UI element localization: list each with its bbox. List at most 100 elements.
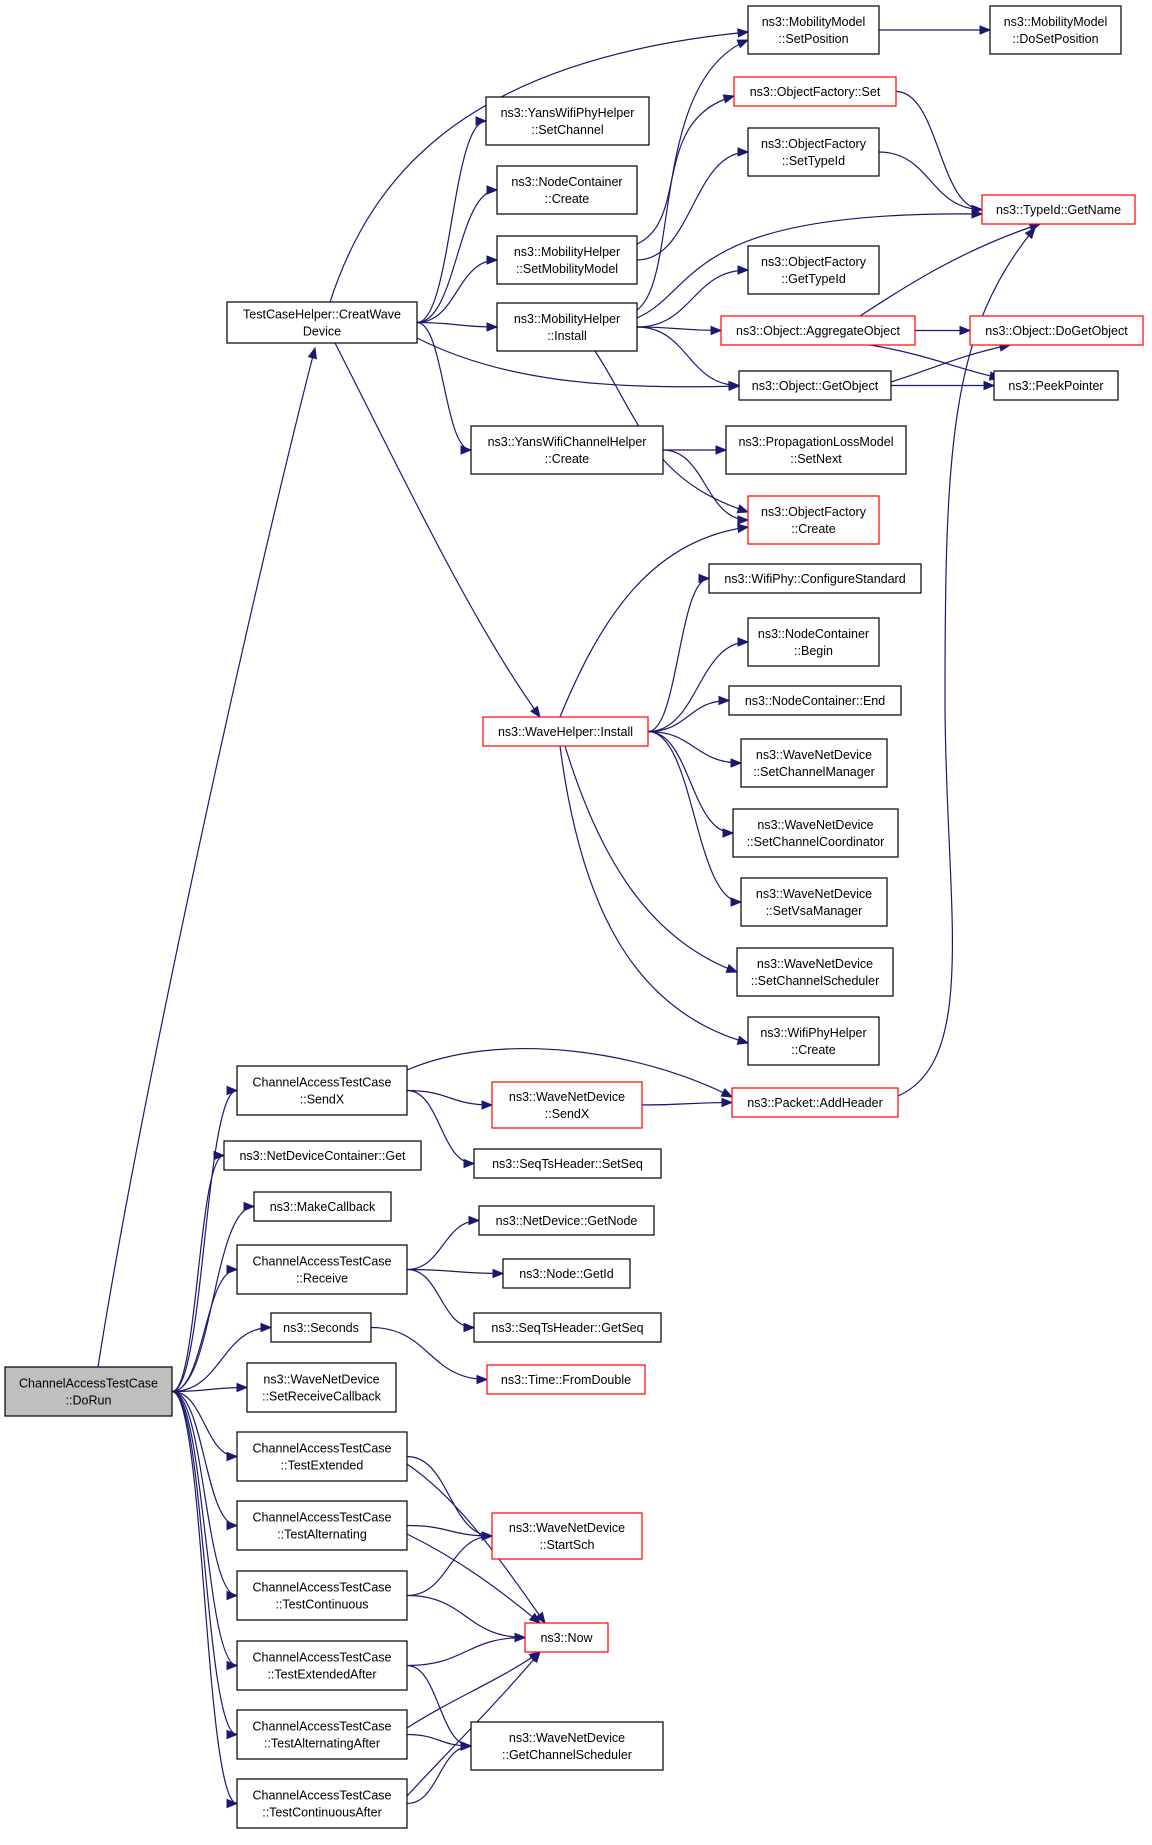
edge-line [897,227,1036,1097]
node-plmsetnext[interactable]: ns3::PropagationLossModel::SetNext [725,425,907,475]
edge-receive-to-nodegetid [406,1268,505,1279]
node-makecb[interactable]: ns3::MakeCallback [253,1191,392,1222]
edge-line [647,730,742,764]
edge-creatwave-to-mhsetmm [416,255,499,324]
edge-mhinstall-to-objgetobj [636,326,741,391]
node-wndgetchsched[interactable]: ns3::WaveNetDevice::GetChannelScheduler [470,1721,664,1771]
node-label-line: ns3::MobilityModel [1004,15,1108,29]
node-yanssetch[interactable]: ns3::YansWifiPhyHelper::SetChannel [485,96,650,146]
node-wndsetchcoord[interactable]: ns3::WaveNetDevice::SetChannelCoordinato… [732,808,899,858]
edge-line [406,1594,526,1639]
node-box [720,315,916,346]
node-ofset[interactable]: ns3::ObjectFactory::Set [733,76,897,107]
node-ncbegin[interactable]: ns3::NodeContainer::Begin [747,617,880,667]
node-testaltafter[interactable]: ChannelAccessTestCase::TestAlternatingAf… [236,1709,408,1760]
edge-dorun-to-testext [171,1390,239,1462]
node-mmdosetpos[interactable]: ns3::MobilityModel::DoSetPosition [989,5,1122,55]
edge-wavehinstall-to-ncend [647,695,731,733]
node-timefromdouble[interactable]: ns3::Time::FromDouble [486,1364,646,1395]
edge-arrowhead [463,1158,476,1169]
node-testalt[interactable]: ChannelAccessTestCase::TestAlternating [236,1500,408,1551]
edge-arrowhead [528,1612,542,1624]
node-wphcreate[interactable]: ns3::WifiPhyHelper::Create [747,1016,880,1066]
node-box [236,1244,408,1295]
node-wndsetchmgr[interactable]: ns3::WaveNetDevice::SetChannelManager [740,738,888,788]
node-label-line: ::Receive [296,1272,348,1286]
node-seqsetseq[interactable]: ns3::SeqTsHeader::SetSeq [473,1148,662,1179]
node-ofgettypeid[interactable]: ns3::ObjectFactory::GetTypeId [747,245,880,295]
edges-layer [97,25,1042,1809]
edge-arrowhead [463,1322,476,1333]
node-label-line: ns3::NetDevice::GetNode [496,1214,638,1228]
edge-mhinstall-to-ofgettypeid [636,265,750,328]
node-wndstartsch[interactable]: ns3::WaveNetDevice::StartSch [491,1512,643,1560]
node-label-line: ::TestAlternating [277,1528,367,1542]
node-ndgetnode[interactable]: ns3::NetDevice::GetNode [478,1205,655,1236]
node-label-line: ns3::NodeContainer::End [745,694,885,708]
edge-line [171,1390,238,1805]
node-dorun[interactable]: ChannelAccessTestCase::DoRun [4,1366,173,1417]
node-testextafter[interactable]: ChannelAccessTestCase::TestExtendedAfter [236,1640,408,1691]
node-testcont[interactable]: ChannelAccessTestCase::TestContinuous [236,1570,408,1621]
node-pktaddheader[interactable]: ns3::Packet::AddHeader [731,1087,899,1118]
node-label-line: ns3::PeekPointer [1008,379,1103,393]
node-wificonfig[interactable]: ns3::WifiPhy::ConfigureStandard [708,563,922,594]
edge-line [636,213,983,319]
edge-line [641,1101,733,1106]
node-label-line: ::GetTypeId [781,272,846,286]
node-mhinstall[interactable]: ns3::MobilityHelper::Install [496,302,638,352]
node-sendx[interactable]: ChannelAccessTestCase::SendX [236,1065,408,1116]
node-nccreate[interactable]: ns3::NodeContainer::Create [496,165,638,215]
node-ofcreate[interactable]: ns3::ObjectFactory::Create [747,495,880,545]
node-wndsetchsched[interactable]: ns3::WaveNetDevice::SetChannelScheduler [736,947,894,997]
edge-arrowhead [226,1085,239,1096]
edge-line [416,321,472,451]
node-seqgetseq[interactable]: ns3::SeqTsHeader::GetSeq [473,1312,662,1343]
node-label-line: ns3::SeqTsHeader::SetSeq [492,1157,643,1171]
edge-arrowhead [460,1741,473,1751]
edge-arrowhead [736,504,750,514]
node-objaggregate[interactable]: ns3::Object::AggregateObject [720,315,916,346]
edge-creatwave-to-mmsetpos [329,28,750,303]
node-peekptr[interactable]: ns3::PeekPointer [993,370,1119,401]
node-box [747,617,880,667]
node-box [725,425,907,475]
node-label-line: ::SetPosition [778,32,848,46]
node-testcontafter[interactable]: ChannelAccessTestCase::TestContinuousAft… [236,1778,408,1829]
node-ywchcreate[interactable]: ns3::YansWifiChannelHelper::Create [470,425,664,475]
node-wavehinstall[interactable]: ns3::WaveHelper::Install [482,716,649,747]
edge-arrowhead [530,705,541,719]
node-mmsetpos[interactable]: ns3::MobilityModel::SetPosition [747,5,880,55]
node-wndsendx[interactable]: ns3::WaveNetDevice::SendX [491,1081,643,1129]
edge-wavehinstall-to-wificonfig [647,573,711,733]
node-now[interactable]: ns3::Now [524,1622,609,1653]
node-typeidgetname[interactable]: ns3::TypeId::GetName [981,194,1136,225]
edge-arrowhead [486,255,499,265]
node-ofsettypeid[interactable]: ns3::ObjectFactory::SetTypeId [747,127,880,177]
node-seconds[interactable]: ns3::Seconds [270,1312,372,1343]
edge-arrowhead [971,204,984,215]
node-receive[interactable]: ChannelAccessTestCase::Receive [236,1244,408,1295]
edge-arrowhead [460,445,473,455]
edge-line [647,641,749,733]
node-objdoget[interactable]: ns3::Object::DoGetObject [969,315,1144,346]
node-box [4,1366,173,1417]
edge-line [171,1154,225,1393]
edge-arrowhead [226,1520,239,1531]
node-label-line: ChannelAccessTestCase [253,1651,392,1665]
node-setrecvcb[interactable]: ns3::WaveNetDevice::SetReceiveCallback [246,1362,397,1413]
node-ndcget[interactable]: ns3::NetDeviceContainer::Get [223,1140,422,1171]
node-ncend[interactable]: ns3::NodeContainer::End [728,685,902,716]
node-wndsetvsa[interactable]: ns3::WaveNetDevice::SetVsaManager [740,877,888,927]
edge-line [662,449,749,521]
node-nodegetid[interactable]: ns3::Node::GetId [502,1258,631,1289]
node-box [738,370,892,401]
node-objgetobj[interactable]: ns3::Object::GetObject [738,370,892,401]
node-testext[interactable]: ChannelAccessTestCase::TestExtended [236,1431,408,1482]
node-label-line: ::DoSetPosition [1012,32,1098,46]
node-label-line: ::SetReceiveCallback [262,1390,382,1404]
node-mhsetmm[interactable]: ns3::MobilityHelper::SetMobilityModel [496,235,638,285]
node-box [491,1512,643,1560]
node-label-line: ns3::NodeContainer [511,175,622,189]
